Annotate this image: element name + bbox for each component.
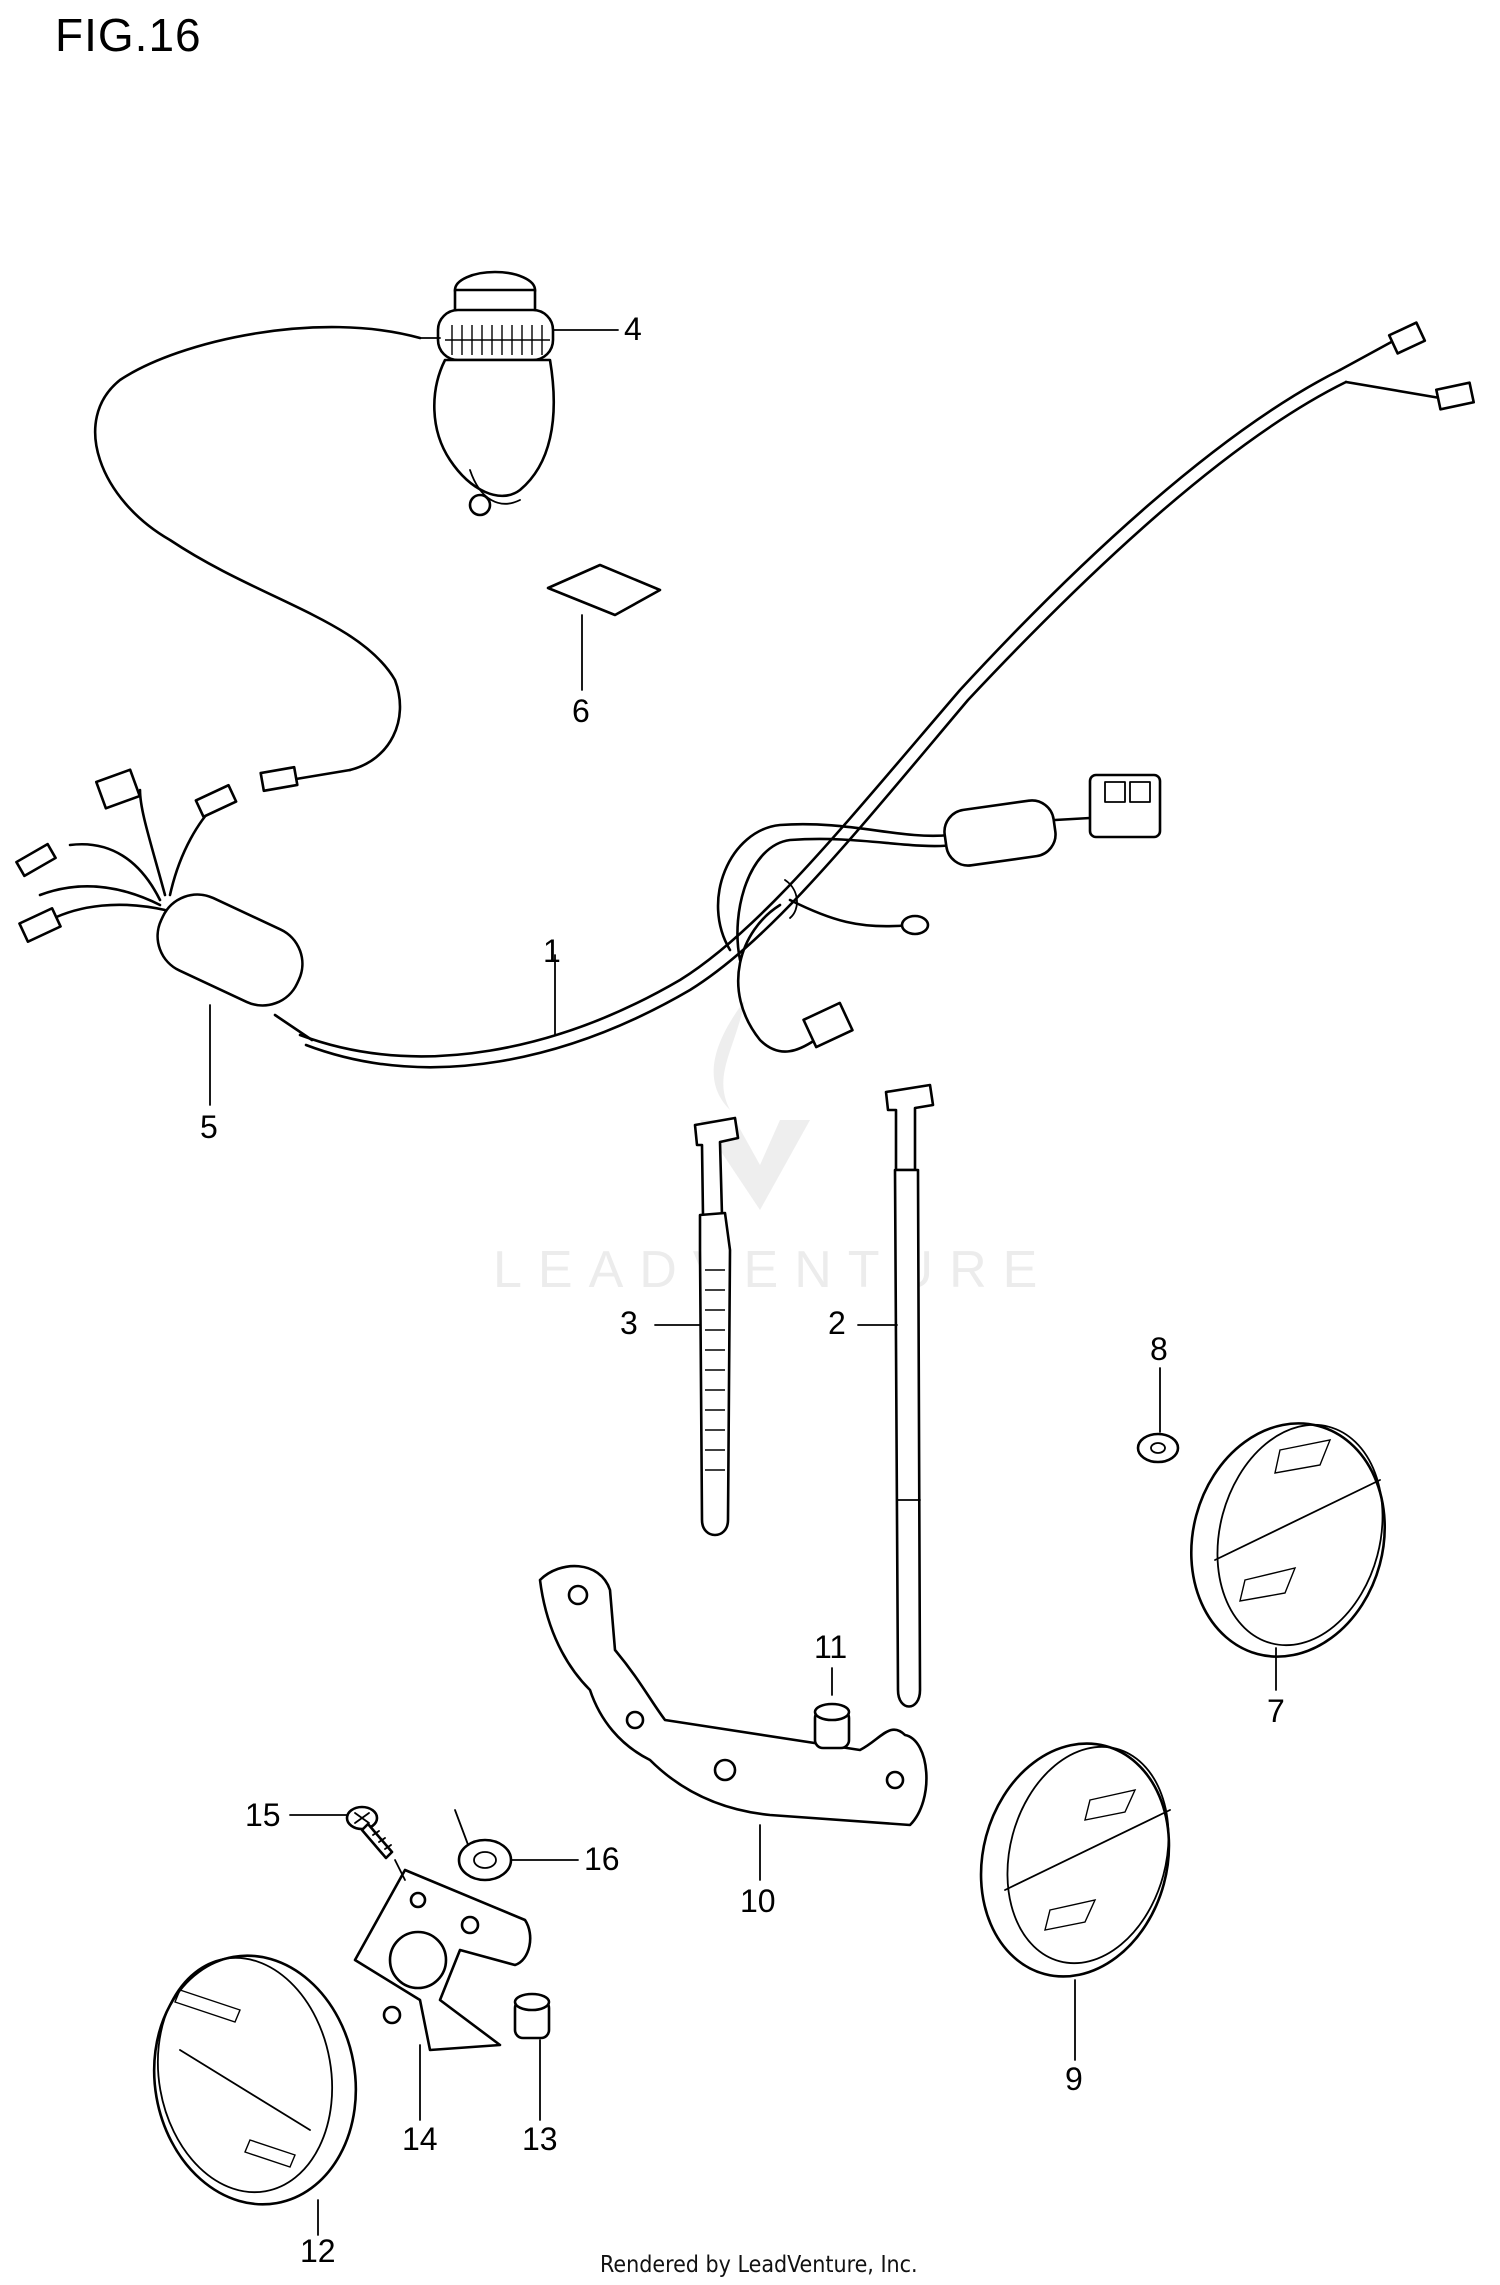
wiring-harness[interactable]: [15, 321, 1476, 1069]
collar[interactable]: [813, 1702, 851, 1750]
reflector-upper[interactable]: [1166, 1401, 1411, 1678]
callout-5: 5: [200, 1109, 218, 1145]
switch[interactable]: [419, 270, 556, 517]
callout-8: 8: [1150, 1331, 1168, 1367]
callout-7: 7: [1267, 1693, 1285, 1729]
reflector-bottom[interactable]: [135, 1940, 375, 2221]
leader-lines: [209, 329, 1277, 2236]
nut[interactable]: [454, 1809, 513, 1882]
callout-11: 11: [814, 1629, 847, 1665]
callout-16: 16: [584, 1841, 620, 1877]
callout-4: 4: [624, 311, 642, 347]
callout-6: 6: [572, 693, 590, 729]
spacer[interactable]: [513, 1992, 551, 2040]
callout-2: 2: [828, 1305, 846, 1341]
callout-14: 14: [402, 2121, 438, 2157]
small-bracket[interactable]: [353, 1868, 532, 2052]
figure-title: FIG.16: [55, 9, 202, 61]
washer[interactable]: [1136, 1432, 1180, 1464]
callout-15: 15: [245, 1797, 281, 1833]
callout-1: 1: [543, 933, 561, 969]
tie-strap-short[interactable]: [693, 1116, 740, 1537]
reflector-lower[interactable]: [956, 1722, 1195, 1998]
tie-strap-long[interactable]: [884, 1083, 935, 1708]
decal-label[interactable]: [546, 563, 662, 617]
mounting-bracket[interactable]: [538, 1564, 928, 1827]
callout-numbers: 1 2 3 4 5 6 7 8 9 10 11 12 13 14 15 16: [200, 311, 1285, 2269]
watermark-text: LEADVENTURE: [493, 1241, 1054, 1299]
callout-13: 13: [522, 2121, 558, 2157]
screw[interactable]: [345, 1805, 406, 1881]
callout-9: 9: [1065, 2061, 1083, 2097]
footer-credit: Rendered by LeadVenture, Inc.: [600, 2252, 918, 2278]
harness-sleeve[interactable]: [145, 882, 315, 1042]
callout-3: 3: [620, 1305, 638, 1341]
callout-10: 10: [740, 1883, 776, 1919]
callout-12: 12: [300, 2233, 336, 2269]
